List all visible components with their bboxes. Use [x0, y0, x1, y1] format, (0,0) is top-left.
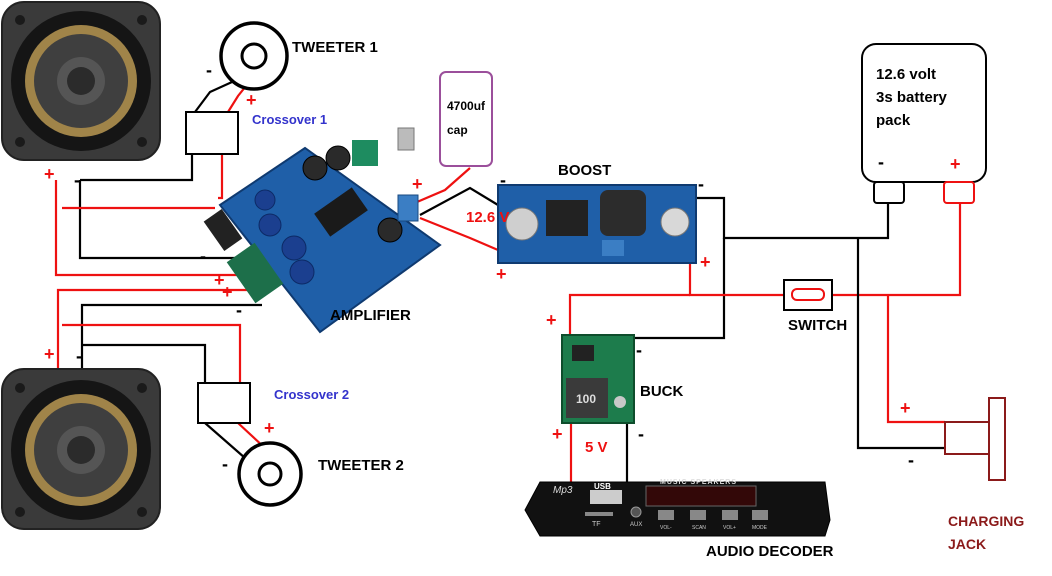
wire-buck-pos	[568, 293, 690, 335]
amplifier-board	[203, 127, 442, 334]
plus-mark: +	[412, 174, 423, 194]
wire-switch-jack	[886, 295, 945, 424]
minus-mark: -	[878, 152, 884, 172]
minus-mark: -	[74, 170, 80, 190]
charging-jack-label-line1: CHARGING	[948, 513, 1024, 529]
plus-mark: +	[700, 252, 711, 272]
plus-mark: +	[546, 310, 557, 330]
plus-mark: +	[214, 270, 225, 290]
wire-woofer2-neg	[80, 303, 262, 368]
woofer-2	[1, 368, 161, 530]
plus-mark: +	[44, 344, 55, 364]
wire-woofer1-neg	[78, 180, 255, 260]
wires	[54, 80, 962, 482]
wire-tweeter1-pos	[227, 85, 247, 113]
minus-mark: -	[636, 340, 642, 360]
minus-mark: -	[500, 170, 506, 190]
charging-jack	[944, 397, 1006, 481]
wire-xover2-tweeter2-neg	[204, 422, 246, 459]
minus-mark: -	[200, 246, 206, 266]
buck-chip-marking: 100	[576, 392, 596, 406]
plus-mark: +	[552, 424, 563, 444]
audio-decoder-label: AUDIO DECODER	[706, 543, 834, 560]
polarity-marks: - + + - - + + - + - + - + - + - + - + + …	[44, 60, 961, 474]
switch-lever	[791, 288, 825, 301]
wire-buck-neg	[630, 238, 726, 340]
capacitor	[439, 71, 493, 167]
boost-label: BOOST	[558, 162, 611, 179]
buck-converter: 100	[561, 334, 635, 424]
usb-port	[590, 490, 622, 504]
minus-mark: -	[222, 454, 228, 474]
crossover-1	[185, 111, 239, 155]
wire-amp-xover2-pos	[62, 323, 242, 383]
decoder-brand: MUSIC SPEAKERS	[660, 479, 737, 486]
battery-label-line3: pack	[876, 112, 911, 129]
decoder-usb-label: USB	[594, 482, 611, 491]
decoder-btn-4: MODE	[752, 525, 768, 531]
tweeter-2-label: TWEETER 2	[318, 457, 404, 474]
wire-amp-power-pos	[409, 167, 471, 207]
battery-pack	[861, 43, 987, 183]
tweeter-1	[219, 21, 289, 91]
battery-negative-terminal	[873, 181, 905, 204]
decoder-btn-3: VOL+	[723, 525, 736, 531]
minus-mark: -	[638, 424, 644, 444]
battery-label-line1: 12.6 volt	[876, 66, 936, 83]
plus-mark: +	[950, 154, 961, 174]
woofer-1	[1, 1, 161, 161]
plus-mark: +	[222, 282, 233, 302]
wire-boost-out-amp	[419, 216, 499, 252]
charging-jack-label-line2: JACK	[948, 536, 986, 552]
tweeter-2	[237, 441, 303, 507]
amplifier-label: AMPLIFIER	[330, 307, 411, 324]
buck-voltage-label: 5 V	[585, 439, 608, 456]
plus-mark: +	[246, 90, 257, 110]
plus-mark: +	[496, 264, 507, 284]
decoder-aux-label: AUX	[630, 522, 642, 528]
wire-amp-power-neg	[419, 186, 499, 216]
plus-mark: +	[900, 398, 911, 418]
minus-mark: -	[236, 300, 242, 320]
switch-label: SWITCH	[788, 317, 847, 334]
wire-battery-jack-neg	[856, 238, 945, 450]
minus-mark: -	[206, 60, 212, 80]
wire-switch-battery	[826, 203, 962, 297]
wire-woofer2-pos	[56, 288, 262, 368]
minus-mark: -	[76, 346, 82, 366]
crossover-1-label: Crossover 1	[252, 112, 327, 127]
minus-mark: -	[908, 450, 914, 470]
decoder-btn-2: SCAN	[692, 525, 706, 531]
decoder-btn-1: VOL-	[660, 525, 672, 531]
wire-woofer1-pos	[54, 180, 258, 277]
crossover-2-label: Crossover 2	[274, 387, 349, 402]
boost-voltage-label: 12.6 V	[466, 209, 509, 226]
capacitor-value: 4700uf	[447, 99, 486, 113]
capacitor-type: cap	[447, 123, 468, 137]
wire-tweeter1-neg	[194, 80, 233, 113]
decoder-mp3-text: Mp3	[553, 485, 573, 496]
wire-boost-neg-out	[695, 196, 890, 240]
wire-xover1-woofer1-neg	[80, 154, 194, 182]
plus-mark: +	[44, 164, 55, 184]
minus-mark: -	[698, 174, 704, 194]
wire-amp-xover2-neg	[82, 343, 207, 383]
battery-positive-terminal	[943, 181, 975, 204]
decoder-tf-label: TF	[592, 521, 601, 528]
tweeter-1-label: TWEETER 1	[292, 39, 378, 56]
wire-xover1-amp-pos	[218, 154, 224, 200]
plus-mark: +	[264, 418, 275, 438]
audio-decoder-board: Mp3 USB TF AUX MUSIC SPEAKERS VOL- SCAN …	[524, 479, 831, 537]
boost-converter	[497, 184, 697, 264]
buck-label: BUCK	[640, 383, 683, 400]
crossover-2	[197, 382, 251, 424]
battery-label-line2: 3s battery	[876, 89, 948, 106]
